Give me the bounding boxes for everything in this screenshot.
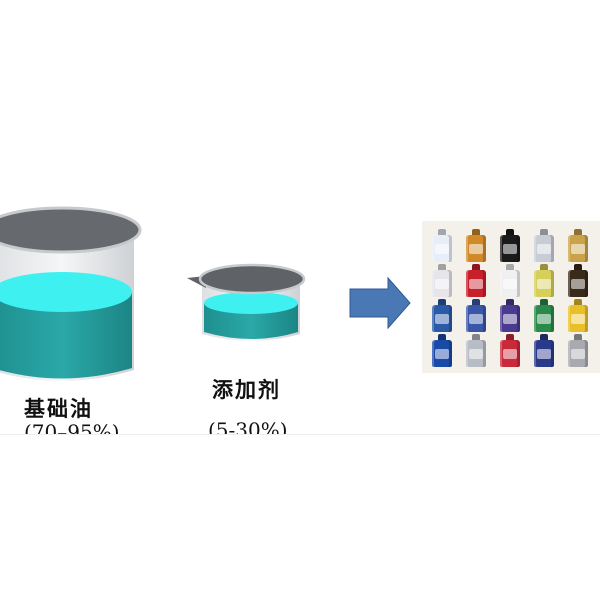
oil-bottle: [568, 340, 588, 367]
oil-bottle: [466, 340, 486, 367]
oil-bottle: [432, 340, 452, 367]
additive-label: 添加剂: [212, 377, 281, 402]
arrow-icon: [349, 276, 411, 330]
oil-bottle: [432, 305, 452, 332]
oil-bottle: [500, 270, 520, 297]
base-oil-liquid-surface: [0, 272, 132, 312]
additive-liquid-surface: [204, 292, 298, 314]
oil-bottle: [466, 235, 486, 262]
oil-bottle: [534, 270, 554, 297]
motor-oil-bottles-image: [422, 221, 600, 373]
oil-bottle: [500, 305, 520, 332]
oil-bottle: [568, 235, 588, 262]
additive-beaker-rim: [198, 263, 306, 295]
image-crop-edge: [0, 434, 600, 601]
base-oil-beaker-rim: [0, 206, 142, 254]
oil-bottle: [466, 305, 486, 332]
base-oil-beaker: [0, 206, 142, 381]
base-oil-label: 基础油: [24, 396, 93, 421]
oil-bottle: [500, 340, 520, 367]
oil-bottle: [534, 305, 554, 332]
oil-bottle: [568, 270, 588, 297]
oil-bottle: [500, 235, 520, 262]
oil-bottle: [466, 270, 486, 297]
additive-beaker: [187, 263, 306, 341]
base-oil-liquid: [0, 292, 132, 379]
oil-bottle: [568, 305, 588, 332]
oil-bottle: [432, 270, 452, 297]
oil-bottle: [534, 235, 554, 262]
oil-bottle: [534, 340, 554, 367]
oil-bottle: [432, 235, 452, 262]
